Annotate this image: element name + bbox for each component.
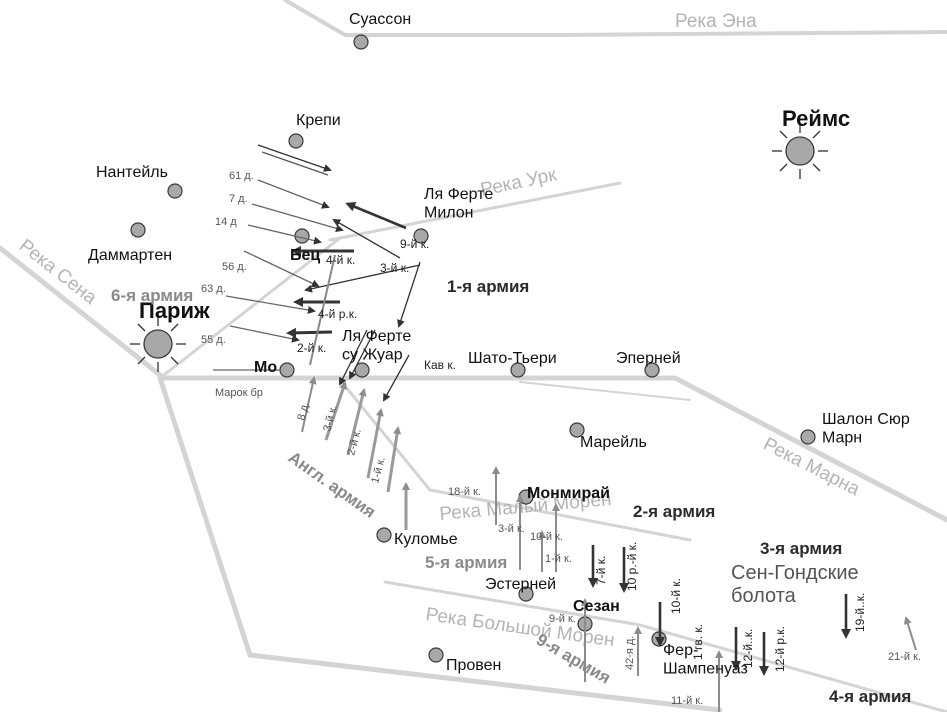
label-line: Сен-Гондские — [731, 562, 859, 584]
town-marker — [279, 362, 295, 378]
city-paris: Париж — [139, 298, 210, 323]
unit-label: 61 д. — [229, 170, 254, 182]
town-marker — [644, 362, 660, 378]
city-coulommiers: Куломье — [394, 531, 458, 548]
city-meaux: Мо — [254, 359, 277, 376]
unit-label: 63 д. — [201, 283, 226, 295]
city-soissons: Суассон — [349, 11, 411, 28]
unit-label: 12-й..к. — [741, 629, 755, 668]
unit-label: 55 д. — [201, 334, 226, 346]
label-line: болота — [731, 585, 797, 607]
unit-label: 10 р.-й к. — [625, 542, 639, 591]
city-dammartin: Даммартен — [88, 247, 172, 264]
town-marker — [288, 133, 304, 149]
town-marker — [800, 429, 816, 445]
town-marker — [518, 586, 534, 602]
city-esternay: Эстерней — [485, 576, 556, 593]
unit-label: 7 д. — [229, 193, 248, 205]
label-line: Милон — [424, 204, 474, 221]
unit-label: 2-й к. — [345, 428, 364, 457]
city-montmirail: Монмирай — [527, 485, 610, 502]
city-crepy: Крепи — [296, 112, 341, 129]
unit-label: 42-я д. — [624, 636, 636, 670]
unit-label: Марок бр — [215, 387, 263, 399]
town-marker — [428, 647, 444, 663]
label-line: Шалон Сюр — [822, 411, 910, 428]
army-1-label: 1-я армия — [447, 277, 529, 296]
unit-label: Кав к. — [424, 358, 456, 372]
unit-label: 3-й к. — [321, 404, 340, 433]
town-marker — [353, 34, 369, 50]
label-line: Марн — [822, 429, 862, 446]
label-line: Ля Ферте — [424, 186, 493, 203]
german-arrows-east — [588, 545, 851, 676]
city-epernay: Эперней — [616, 350, 681, 367]
unit-label: 56 д. — [222, 261, 247, 273]
city-fere-champenoise: Фер-Шампенуаз — [663, 642, 748, 677]
unit-label: 11-й к. — [671, 695, 703, 707]
unit-label: 12-й р.к. — [773, 626, 787, 672]
city-reims: Реймс — [782, 106, 850, 131]
army-3-label: 3-я армия — [760, 539, 842, 558]
unit-label: 9-й к. — [549, 613, 576, 625]
unit-label: 1 гв. к. — [691, 624, 705, 660]
town-marker — [376, 527, 392, 543]
label-line: Фер- — [663, 642, 698, 659]
river-aisne-label: Река Эна — [675, 11, 757, 32]
unit-label: 8 д. — [295, 401, 311, 422]
unit-label: 21-й к. — [888, 651, 921, 663]
german-arrows-west — [213, 144, 421, 402]
label-line: су Жуар — [342, 346, 403, 363]
city-provins: Провен — [446, 657, 501, 674]
unit-label: 3-й к. — [380, 261, 409, 275]
unit-labels: 61 д. 7 д. 14 д 56 д. 63 д. 55 д. 4-й к.… — [201, 170, 921, 707]
city-nanteuil: Нантейль — [96, 164, 168, 181]
unit-label: 14 д — [215, 216, 237, 228]
army-4-label: 4-я армия — [829, 687, 911, 706]
unit-label: 10-й к. — [530, 531, 563, 543]
city-mareuil: Марейль — [580, 434, 647, 451]
unit-label: 18-й к. — [448, 486, 481, 498]
army-6-label: 6-я армия — [111, 286, 193, 305]
town-marker — [569, 422, 585, 438]
army-2-label: 2-я армия — [633, 502, 715, 521]
city-betz: Бец — [290, 247, 320, 264]
town-marker — [510, 362, 526, 378]
unit-label: 4-й р.к. — [318, 307, 357, 321]
reims-symbol — [772, 123, 828, 179]
unit-label: 7-й к. — [594, 556, 608, 585]
paris-symbol — [130, 316, 186, 372]
town-marker — [354, 362, 370, 378]
city-sezanne: Сезан — [573, 598, 620, 615]
town-marker — [413, 228, 429, 244]
unit-label: 19-й..к. — [853, 593, 867, 632]
unit-label: 9-й к. — [400, 237, 429, 251]
label-line: Шампенуаз — [663, 660, 748, 677]
label-line: Ля Ферте — [342, 328, 411, 345]
town-markers — [130, 34, 816, 663]
city-chateau-thierry: Шато-Тьери — [468, 350, 557, 367]
unit-label: 2-й к. — [297, 341, 326, 355]
british-army-label: Англ. армия — [285, 448, 379, 522]
unit-label: 10-й к. — [669, 578, 683, 614]
unit-label: 1-й к. — [545, 553, 572, 565]
unit-label: 4-й к. — [326, 253, 355, 267]
town-marker — [130, 222, 146, 238]
town-marker — [167, 183, 183, 199]
allied-arrows — [301, 376, 917, 712]
unit-label: 3-й к. — [498, 523, 525, 535]
army-5-label: 5-я армия — [425, 553, 507, 572]
